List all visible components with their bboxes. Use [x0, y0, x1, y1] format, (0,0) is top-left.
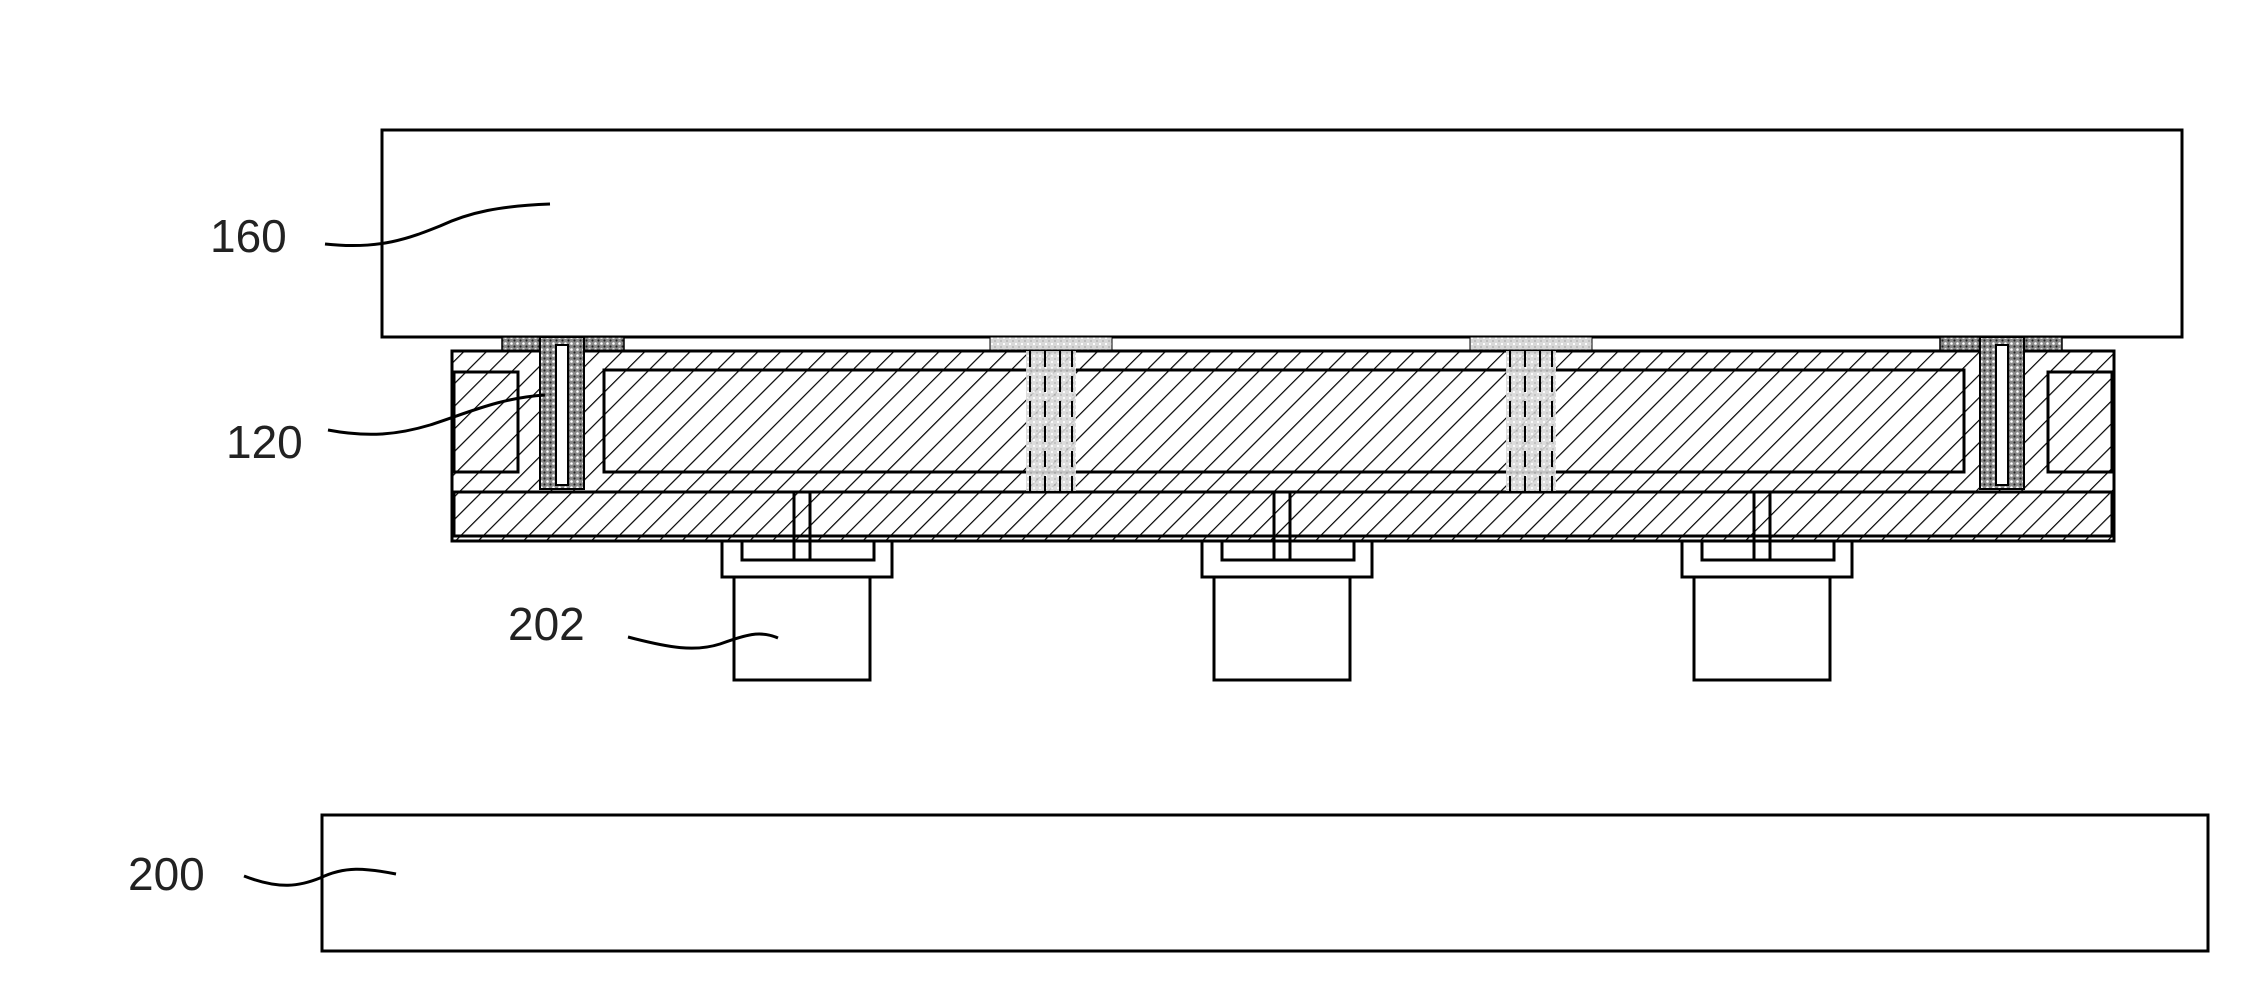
layer-120: [452, 351, 2114, 541]
label-202: 202: [508, 598, 585, 650]
through-via-1: [1026, 351, 1076, 491]
label-200: 200: [128, 848, 205, 900]
leader-202: [628, 634, 778, 648]
label-160: 160: [210, 210, 287, 262]
bump-202-3: [1694, 577, 1830, 680]
bump-202-2: [1214, 577, 1350, 680]
via-left-core: [556, 345, 568, 485]
label-120: 120: [226, 416, 303, 468]
through-via-2: [1506, 351, 1556, 491]
leader-160: [325, 204, 550, 246]
bump-202-1: [734, 577, 870, 680]
leader-200: [244, 869, 396, 885]
via-right-core: [1996, 345, 2008, 485]
bond-pad-center-2: [1470, 337, 1592, 351]
substrate-200: [322, 815, 2208, 951]
substrate-160: [382, 130, 2182, 337]
bond-pad-center-1: [990, 337, 1112, 351]
